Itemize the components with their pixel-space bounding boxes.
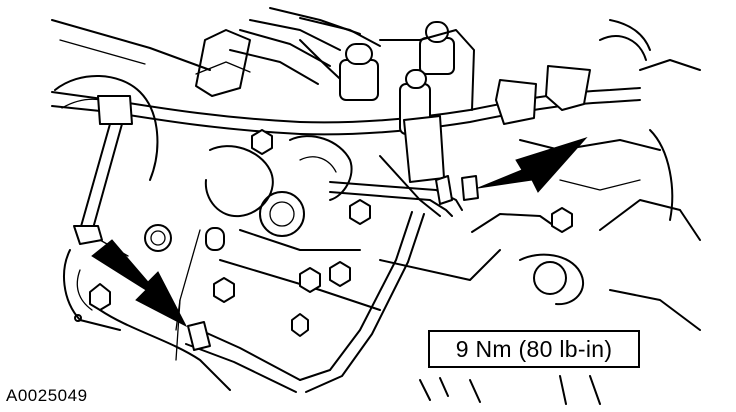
lower-lines [175,299,601,405]
bolts [89,129,573,337]
engine-body [175,135,561,331]
left-rod [73,95,133,257]
coil-boots [339,21,475,183]
right-components [495,19,701,331]
figure-id-label: A0025049 [6,386,88,405]
upper-right-arrow [477,136,588,193]
bracket-tube [185,175,479,393]
torque-spec-label: 9 Nm (80 lb-in) [428,330,640,368]
left-frame [51,19,231,391]
lower-left-arrow [91,239,188,328]
upper-tube [51,87,641,136]
